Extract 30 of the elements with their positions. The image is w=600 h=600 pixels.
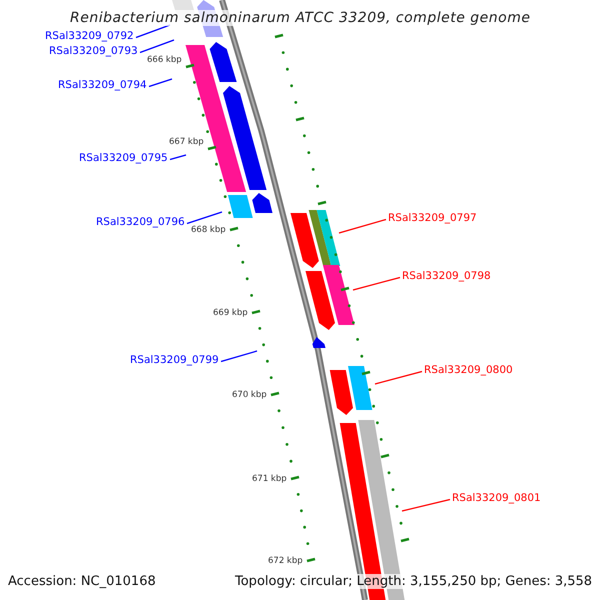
scale-label: 666 kbp — [147, 56, 182, 64]
scale-label: 670 kbp — [232, 391, 267, 400]
gene-label: RSal33209_0793 — [49, 46, 138, 56]
leader-line — [148, 78, 172, 88]
leader-line — [220, 350, 258, 362]
leader-line — [140, 39, 174, 54]
gene-label: RSal33209_0794 — [58, 80, 147, 90]
accession-text: Accession: NC_010168 — [6, 574, 158, 589]
leader-line — [186, 211, 222, 224]
leader-line — [136, 24, 170, 38]
gene-label: RSal33209_0796 — [96, 217, 185, 228]
gene-label: RSal33209_0797 — [388, 213, 477, 224]
title: Renibacterium salmoninarum ATCC 33209, complete genome — [68, 10, 532, 26]
scale-label: 671 kbp — [252, 475, 287, 484]
leader-line — [402, 498, 450, 512]
leader-line — [374, 370, 422, 385]
gene-label: RSal33209_0795 — [79, 153, 168, 164]
scale-label: 672 kbp — [268, 557, 303, 566]
scale-label: 667 kbp — [169, 138, 204, 146]
leader-line — [352, 276, 400, 291]
scale-label: 669 kbp — [213, 309, 248, 318]
leader-line — [170, 154, 186, 160]
gene-label: RSal33209_0801 — [452, 493, 541, 504]
gene-label: RSal33209_0800 — [424, 365, 513, 376]
gene-label: RSal33209_0799 — [130, 355, 219, 366]
gene-label: RSal33209_0798 — [402, 271, 491, 282]
leader-line — [338, 218, 386, 234]
summary-text: Topology: circular; Length: 3,155,250 bp; Genes: 3,558 — [233, 574, 594, 589]
gene-label: RSal33209_0792 — [45, 31, 134, 42]
scale-label: 668 kbp — [191, 226, 226, 234]
